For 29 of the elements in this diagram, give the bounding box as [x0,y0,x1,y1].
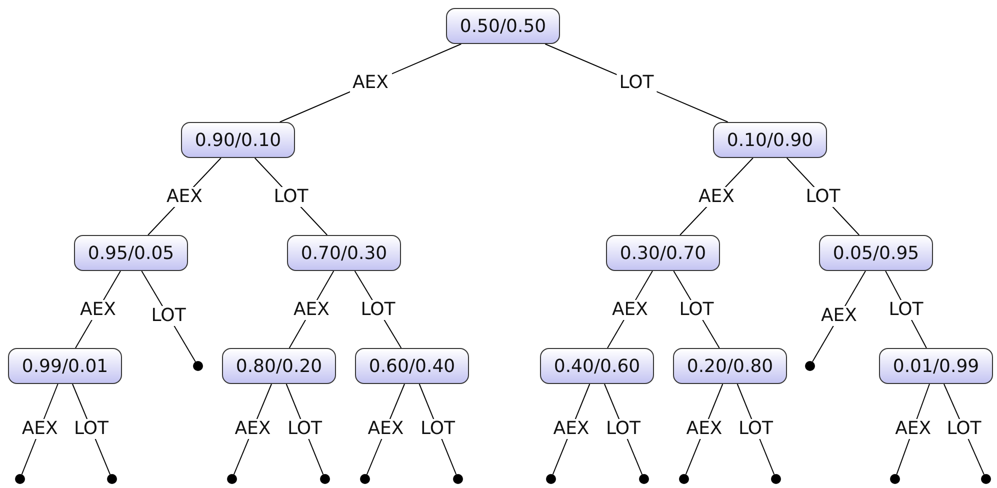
leaf-dot [805,361,815,371]
leaf-dot [679,474,689,484]
leaf-dot [639,474,649,484]
probability-box: 0.40/0.60 [540,348,654,384]
probability-box: 0.95/0.05 [74,235,188,271]
edge-label: LOT [616,73,657,93]
probability-box: 0.90/0.10 [181,122,295,158]
probability-box: 0.10/0.90 [713,122,827,158]
probability-box: 0.05/0.95 [819,235,933,271]
probability-box: 0.50/0.50 [446,8,560,44]
leaf-dot [771,474,781,484]
probability-box: 0.30/0.70 [606,235,720,271]
leaf-dot [193,361,203,371]
probability-box: 0.70/0.30 [287,235,401,271]
probability-box: 0.99/0.01 [8,348,122,384]
leaf-dot [227,474,237,484]
probability-box: 0.60/0.40 [355,348,469,384]
probability-box: 0.80/0.20 [222,348,336,384]
leaf-dot [453,474,463,484]
leaf-dot [981,474,991,484]
leaf-dot [320,474,330,484]
edge-label: AEX [349,73,392,93]
probability-box: 0.01/0.99 [879,348,993,384]
leaf-dot [890,474,900,484]
leaf-dot [360,474,370,484]
leaf-dot [546,474,556,484]
probability-box: 0.20/0.80 [673,348,787,384]
leaf-dot [107,474,117,484]
leaf-dot [15,474,25,484]
